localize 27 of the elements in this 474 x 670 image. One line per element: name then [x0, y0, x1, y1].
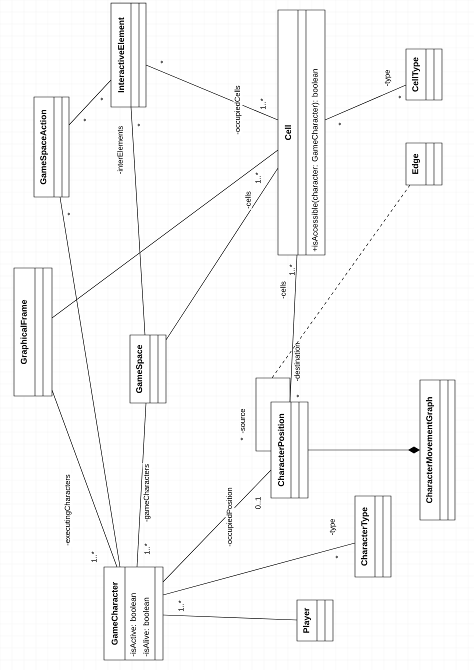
- association-line: [162, 614, 298, 620]
- association-line: [52, 390, 118, 568]
- dashed-line: [272, 184, 410, 378]
- association-line: [130, 106, 146, 336]
- class-box: CellType: [406, 48, 442, 100]
- class-box: GraphicalFrame: [14, 268, 52, 396]
- association-line: [324, 84, 406, 120]
- association-line: [162, 542, 356, 596]
- class-box: GameSpace: [130, 334, 166, 404]
- class-box: CharacterPosition: [270, 402, 308, 498]
- class-box: CharacterType: [354, 496, 392, 578]
- class-box: InteractiveElement: [110, 2, 146, 108]
- class-box: GameSpaceAction: [34, 96, 70, 198]
- class-box: CharacterMovementGraph: [420, 380, 456, 520]
- class-box: GameCharacter -isActive: boolean -isAlive: boolean: [104, 566, 164, 660]
- class-box: Player: [296, 600, 334, 642]
- class-box: Edge: [406, 142, 442, 186]
- class-box: Cell +isAccessible(character: GameCharacter): boolean: [278, 10, 326, 256]
- association-line: [162, 470, 272, 582]
- association-line: [52, 150, 278, 318]
- association-line: [256, 378, 290, 452]
- association-line: [68, 80, 112, 126]
- association-line: [136, 402, 146, 568]
- association-line: [146, 64, 278, 120]
- composition-line: [308, 446, 420, 454]
- association-line: [60, 196, 120, 568]
- association-line: [166, 168, 278, 340]
